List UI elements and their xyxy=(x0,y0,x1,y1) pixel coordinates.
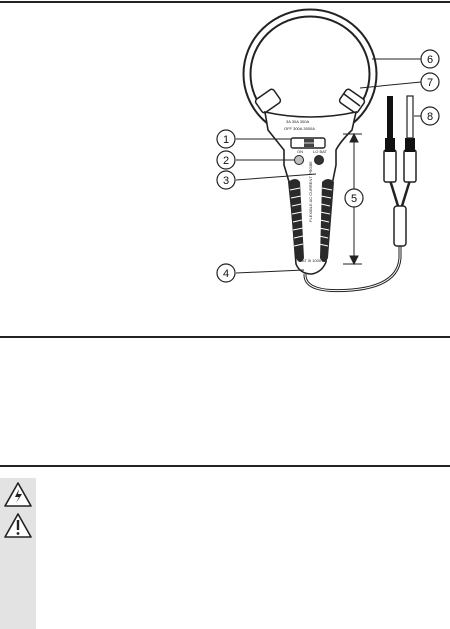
callout-7: 7 xyxy=(420,72,440,92)
callout-3: 3 xyxy=(216,170,236,190)
range-label-a: 3A 30A 300A xyxy=(286,119,309,124)
low-battery-led xyxy=(314,155,324,165)
top-rule xyxy=(0,1,450,3)
led-label: LO BAT xyxy=(313,149,327,154)
svg-text:8: 8 xyxy=(427,111,433,123)
callout-6: 6 xyxy=(420,49,440,69)
section-rule-2 xyxy=(0,465,450,467)
banana-plug-black[interactable] xyxy=(383,96,397,183)
range-switch[interactable] xyxy=(290,137,326,149)
banana-plug-white[interactable] xyxy=(403,95,417,183)
warning-icon-column xyxy=(0,478,36,629)
svg-text:3: 3 xyxy=(223,175,229,187)
callout-4: 4 xyxy=(216,263,236,283)
loop-coupling-right[interactable] xyxy=(338,88,366,114)
callout-1: 1 xyxy=(216,129,236,149)
callout-8: 8 xyxy=(420,106,440,126)
electric-shock-hazard-icon xyxy=(4,482,32,507)
range-label-b: OFF 300A 3000A xyxy=(284,126,315,131)
handle-grip: FLEXIBLE AC CURRENT PROBE xyxy=(288,161,334,262)
switch-label: ON xyxy=(297,149,303,154)
svg-text:7: 7 xyxy=(427,77,433,89)
warning-icons xyxy=(4,482,32,538)
clamp-meter-illustration: 3A 30A 300A OFF 300A 3000A ON LO BAT FLE… xyxy=(216,8,440,293)
svg-text:4: 4 xyxy=(223,268,229,280)
callout-5: 5 xyxy=(344,188,364,208)
base-text: CAT III 1000V xyxy=(299,258,324,263)
svg-text:5: 5 xyxy=(351,193,357,205)
section-rule-1 xyxy=(0,336,450,338)
callout-2: 2 xyxy=(216,150,236,170)
handle-text: FLEXIBLE AC CURRENT PROBE xyxy=(308,161,313,222)
svg-text:1: 1 xyxy=(223,134,229,146)
svg-text:6: 6 xyxy=(427,54,433,66)
caution-exclamation-icon xyxy=(4,513,32,538)
power-indicator xyxy=(294,155,304,165)
loop-coupling-left xyxy=(254,88,282,114)
svg-text:2: 2 xyxy=(223,155,229,167)
clamp-body xyxy=(264,110,358,275)
cable-splitter xyxy=(393,205,407,247)
